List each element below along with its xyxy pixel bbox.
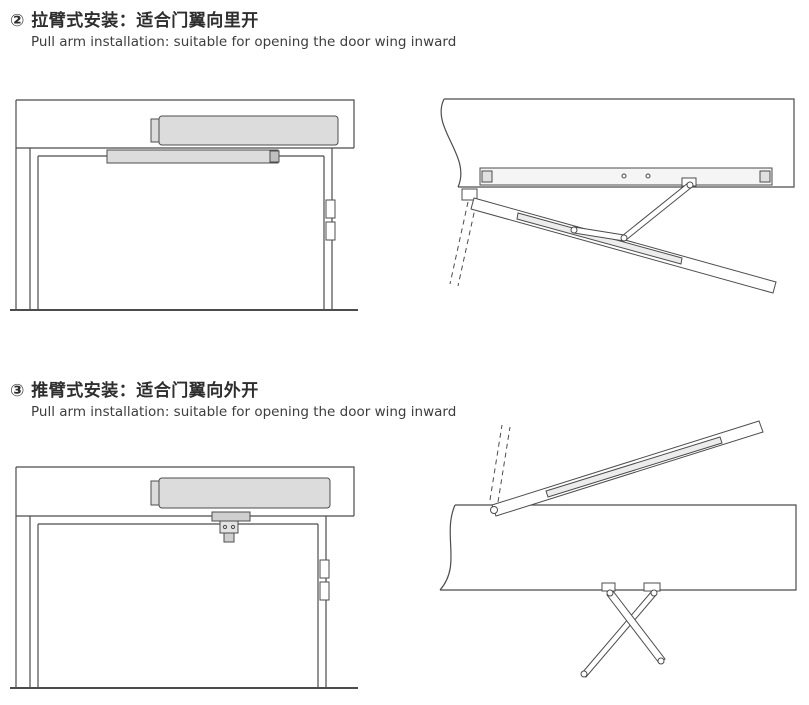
arm-joint: [686, 181, 694, 189]
wall-band: [440, 98, 795, 188]
door-open-position-dashed: [489, 424, 511, 503]
rail-connector: [269, 150, 280, 163]
front-elevation-diagram-inward: [8, 90, 360, 320]
closer-end-cap: [759, 170, 771, 183]
slide-rail-on-door: [516, 212, 683, 265]
hinge-bracket: [461, 188, 478, 201]
hinge-pivot: [490, 506, 498, 514]
arm-joint: [650, 589, 658, 597]
screw: [230, 524, 236, 530]
break-line: [439, 504, 456, 591]
door-closer-body: [158, 115, 339, 146]
plan-view-diagram-inward: [424, 86, 806, 326]
section-3-title-zh: ③ 推臂式安装：适合门翼向外开: [10, 381, 259, 401]
arm-shoe: [219, 520, 239, 534]
break-line: [440, 98, 462, 188]
arm-joint: [620, 234, 628, 242]
section-3-subtitle-en: Pull arm installation: suitable for open…: [31, 404, 457, 420]
wall-band: [439, 504, 797, 591]
hinge: [325, 199, 336, 219]
door-open-position-dashed: [449, 201, 477, 287]
arm-pivot-block: [223, 532, 235, 543]
door-closer-body: [545, 436, 723, 498]
slide-rail: [106, 149, 279, 164]
door-closer-body: [158, 477, 331, 509]
closer-end-cap: [481, 170, 493, 183]
screw: [645, 173, 651, 179]
hinge: [325, 221, 336, 241]
arm-joint: [580, 670, 588, 678]
arm-joint: [606, 589, 614, 597]
plan-view-diagram-outward: [424, 413, 806, 705]
screw: [222, 524, 228, 530]
arm-bracket: [601, 582, 616, 592]
section-2-subtitle-en: Pull arm installation: suitable for open…: [31, 34, 457, 50]
wall-and-frame: [15, 466, 355, 688]
hinge: [319, 581, 330, 601]
section-2-title-zh: ② 拉臂式安装：适合门翼向里开: [10, 11, 259, 31]
hinge: [319, 559, 330, 579]
arm-bracket: [643, 582, 661, 592]
screw: [621, 173, 627, 179]
arm-joint: [570, 226, 578, 234]
front-elevation-diagram-outward: [8, 458, 360, 700]
arm-joint: [657, 657, 665, 665]
slide-channel-arm: [606, 590, 666, 664]
main-arm: [621, 182, 693, 241]
wall-and-frame: [15, 99, 355, 310]
arm-bracket: [211, 511, 251, 522]
